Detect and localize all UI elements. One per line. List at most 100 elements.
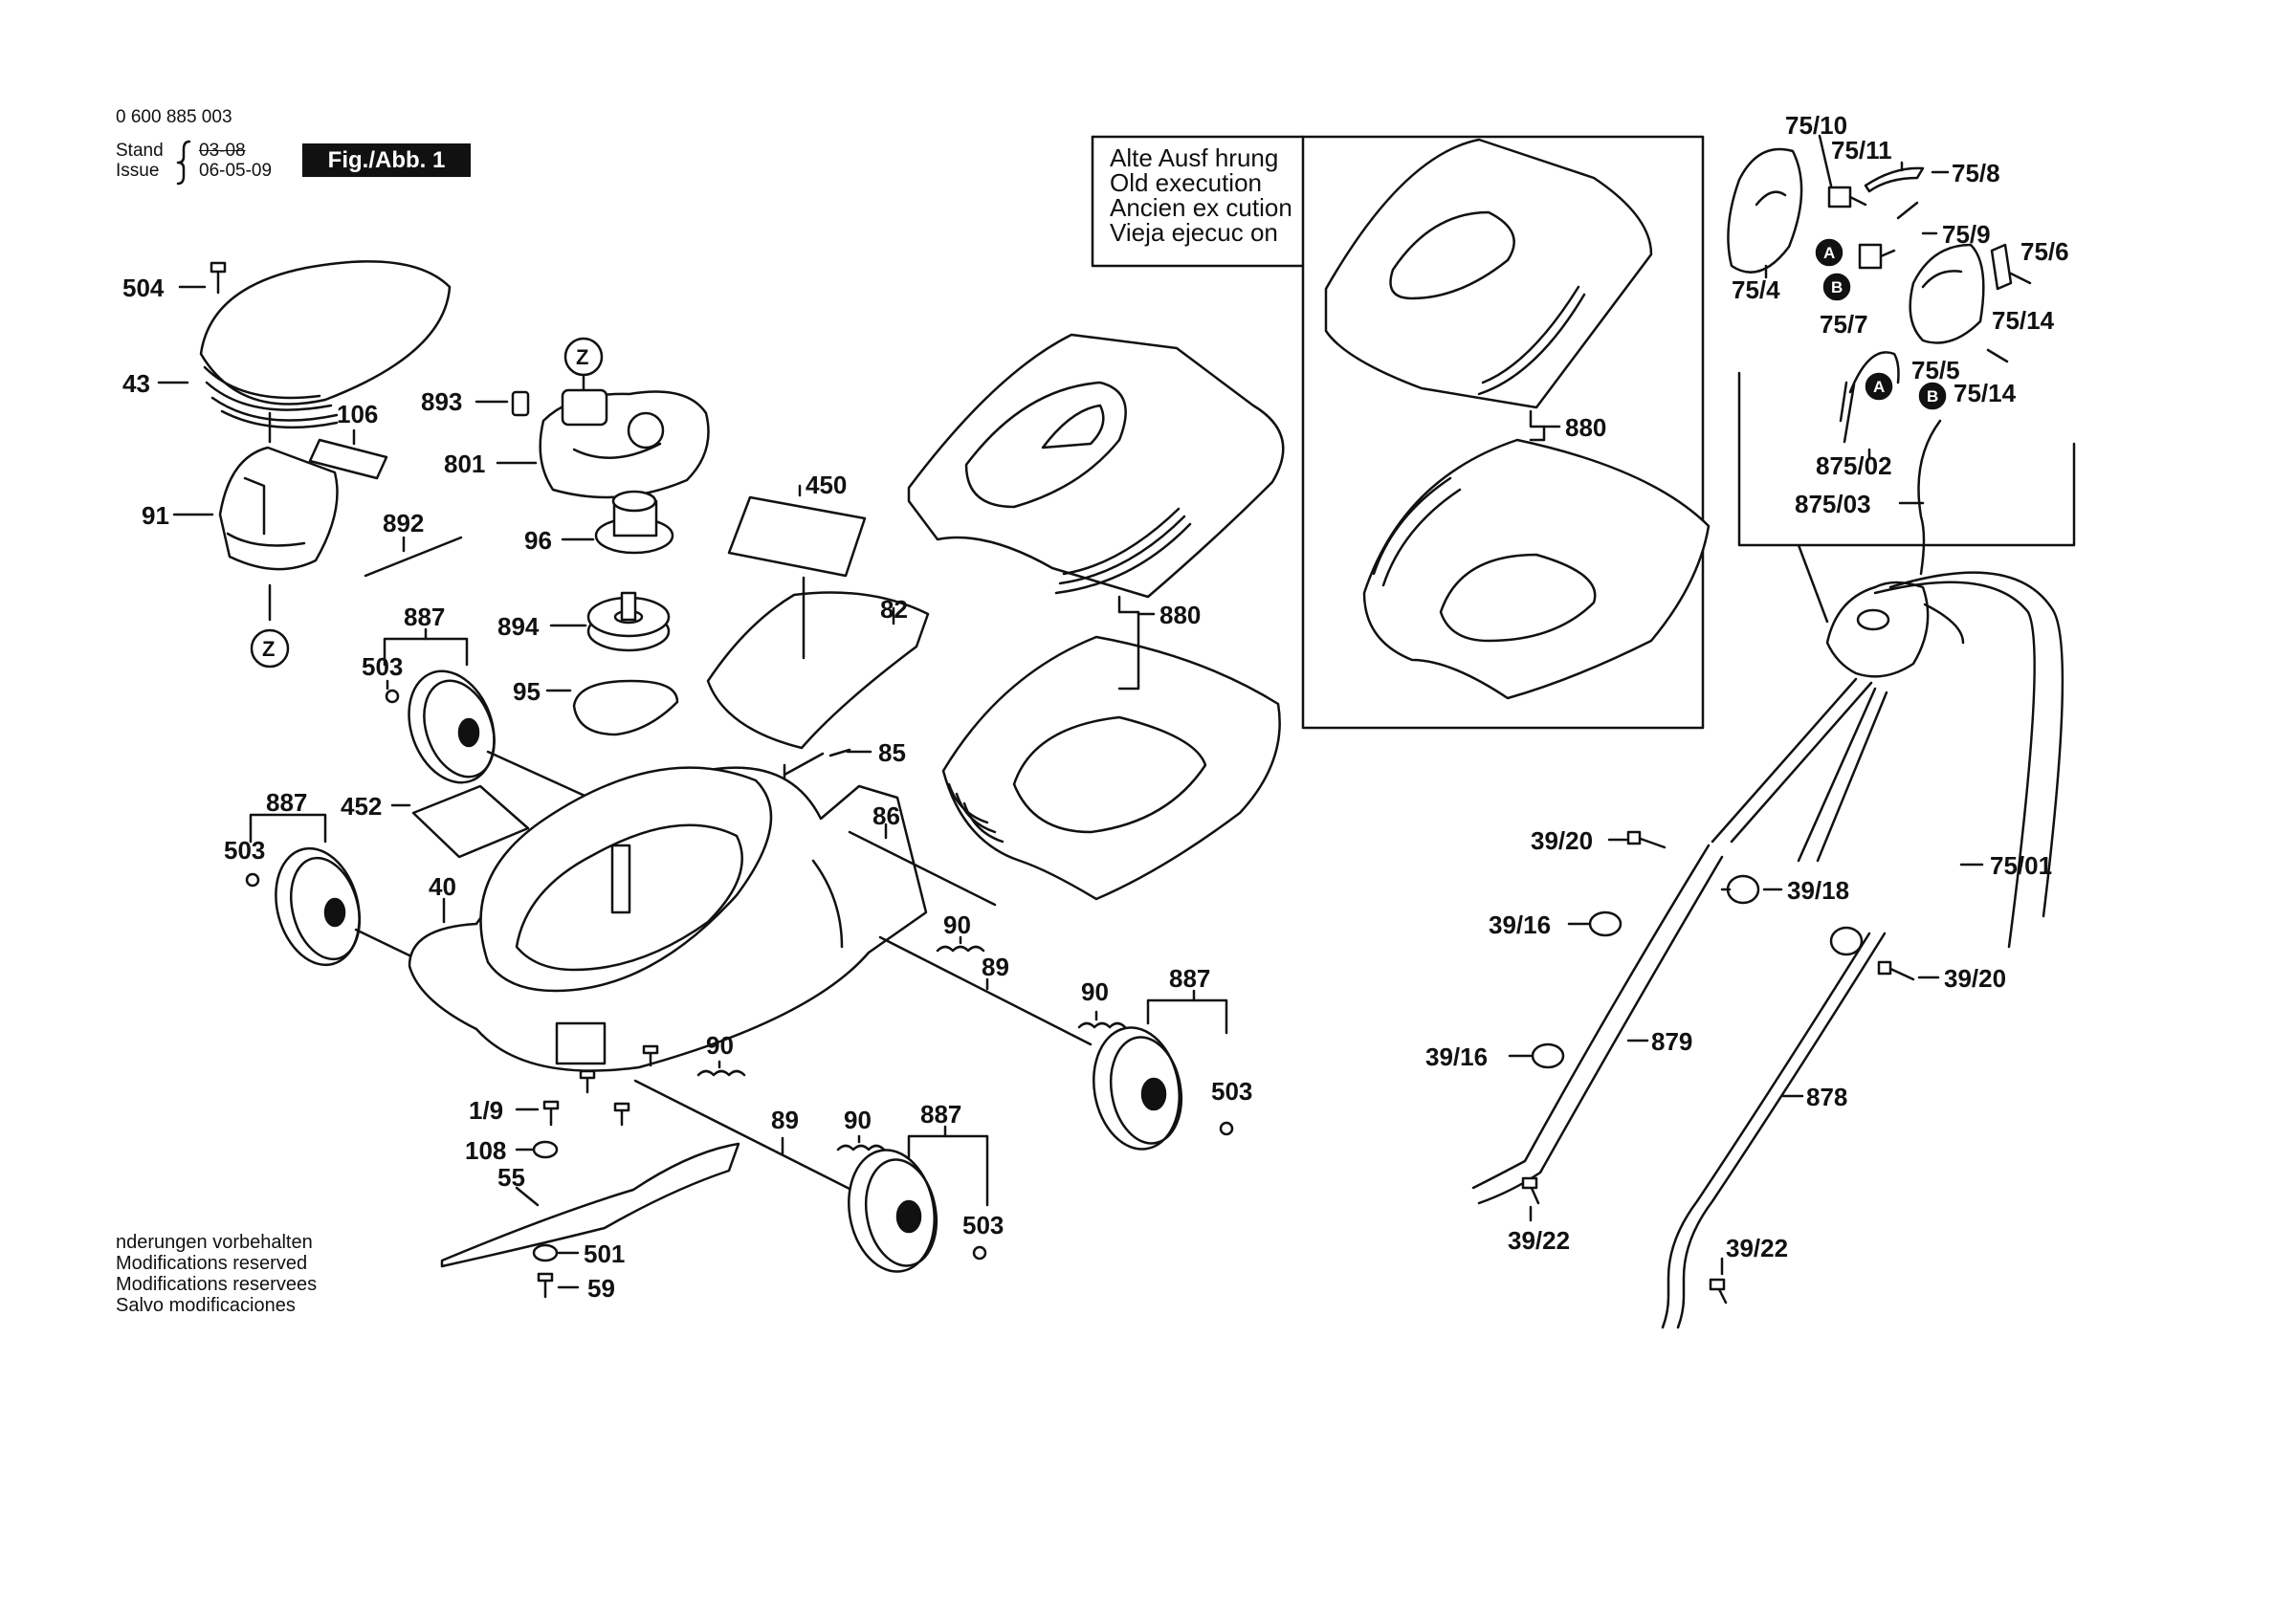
callout-503b: 503 xyxy=(224,836,265,865)
callout-39-18: 39/18 xyxy=(1787,876,1849,905)
screw-39-20a-part xyxy=(1626,830,1667,849)
lever-75-8-part xyxy=(1864,166,1925,193)
callout-39-16a: 39/16 xyxy=(1489,910,1551,939)
callout-452: 452 xyxy=(341,792,382,821)
old-execution-line: Ancien ex cution xyxy=(1110,193,1292,222)
strip-106-part xyxy=(308,438,388,480)
note-line: Modifications reserved xyxy=(116,1253,308,1274)
callout-75-10: 75/10 xyxy=(1785,111,1847,140)
label-452-part xyxy=(411,784,530,859)
screw-39-22a-part xyxy=(1521,1176,1540,1205)
callout-875-02: 875/02 xyxy=(1816,451,1892,480)
callout-893: 893 xyxy=(421,387,462,416)
callout-39-16b: 39/16 xyxy=(1425,1042,1488,1071)
wheel-bottom-part xyxy=(848,1149,938,1273)
callout-887c: 887 xyxy=(1169,964,1210,993)
clip-85-part xyxy=(783,748,851,780)
stand-date: 03-08 xyxy=(199,141,246,161)
callout-887d: 887 xyxy=(920,1100,961,1129)
issue-label: Issue xyxy=(116,161,160,181)
bolt-59-part xyxy=(537,1272,554,1299)
stand-label: Stand xyxy=(116,141,164,161)
old-execution-line: Vieja ejecuc on xyxy=(1110,218,1278,247)
callout-887a: 887 xyxy=(404,603,445,631)
note-line: Modifications reservees xyxy=(116,1274,318,1295)
note-line: nderungen vorbehalten xyxy=(116,1232,313,1253)
callout-878: 878 xyxy=(1806,1083,1847,1111)
wheel-lower-left-part xyxy=(275,846,361,967)
marker-b1-icon xyxy=(1822,273,1851,301)
cable-875-02-part xyxy=(1839,351,1900,444)
callout-75-9: 75/9 xyxy=(1942,220,1991,249)
callout-39-22a: 39/22 xyxy=(1508,1226,1570,1255)
callout-90c: 90 xyxy=(706,1031,734,1060)
header-brace xyxy=(176,140,191,186)
callout-801: 801 xyxy=(444,450,485,478)
cable-875-03-part xyxy=(1917,419,1942,576)
modifications-note: nderungen vorbehalten Modifications rese… xyxy=(116,1232,317,1316)
sticker-450-part xyxy=(727,495,867,578)
callout-501: 501 xyxy=(584,1239,625,1268)
old-execution-frame xyxy=(1301,135,1705,730)
doc-number: 0 600 885 003 xyxy=(116,107,232,127)
washer-108-part xyxy=(532,1140,559,1159)
callout-96: 96 xyxy=(524,526,552,555)
flap-82-part xyxy=(706,591,930,750)
callout-43: 43 xyxy=(122,369,150,398)
old-grassbox-bin-part xyxy=(1362,438,1711,700)
callout-75-4: 75/4 xyxy=(1732,275,1780,304)
motor-801-part xyxy=(539,388,710,499)
grassbox-bin-880-part xyxy=(941,635,1281,901)
callout-89b: 89 xyxy=(771,1106,799,1134)
cover-75-9-part xyxy=(1896,201,1919,220)
marker-b1: B xyxy=(1831,278,1843,296)
old-grassbox-lid-part xyxy=(1324,138,1653,409)
callout-880a: 880 xyxy=(1159,601,1201,629)
callout-75-7: 75/7 xyxy=(1820,310,1868,339)
callout-75-14b: 75/14 xyxy=(1954,379,2017,407)
callout-55: 55 xyxy=(497,1163,525,1192)
marker-a2-icon xyxy=(1865,372,1893,401)
callout-880b: 880 xyxy=(1565,413,1606,442)
callout-39-20b: 39/20 xyxy=(1944,964,2006,993)
wheel-right-part xyxy=(1093,1026,1183,1151)
note-line: Salvo modificaciones xyxy=(116,1295,296,1316)
callout-75-11: 75/11 xyxy=(1831,136,1892,164)
handle-cover-75-4-part xyxy=(1727,147,1803,274)
issue-date: 06-05-09 xyxy=(199,161,273,181)
washer-501-part xyxy=(532,1243,559,1262)
mower-deck-40-part xyxy=(408,766,928,1072)
switch-housing-91-part xyxy=(218,446,339,571)
callout-892: 892 xyxy=(383,509,424,537)
knob-39-16a-part xyxy=(1588,910,1623,937)
old-execution-line: Alte Ausf hrung xyxy=(1110,143,1279,172)
old-execution-caption: Alte Ausf hrung Old execution Ancien ex … xyxy=(1110,145,1292,245)
callout-503c: 503 xyxy=(1211,1077,1252,1106)
lower-handle-878-part xyxy=(1661,932,1887,1329)
grassbox-lid-880-part xyxy=(907,333,1285,599)
screw-39-20b-part xyxy=(1877,960,1915,981)
spring-90b-part xyxy=(1077,1021,1127,1029)
wheel-upper-left-part xyxy=(408,669,496,784)
callout-91: 91 xyxy=(142,501,169,530)
top-cover-43-part xyxy=(199,260,452,429)
callout-40: 40 xyxy=(429,872,456,901)
callout-75-8: 75/8 xyxy=(1952,159,2000,187)
callout-86: 86 xyxy=(872,801,900,830)
figure-badge: Fig./Abb. 1 xyxy=(302,143,471,177)
callout-90b: 90 xyxy=(1081,977,1109,1006)
axle-89a-part xyxy=(878,935,1093,1046)
callout-894: 894 xyxy=(497,612,540,641)
knob-39-18-part xyxy=(1720,874,1760,905)
callout-59: 59 xyxy=(587,1274,615,1303)
cover-75-5-part xyxy=(1909,243,1985,344)
callout-875-03: 875/03 xyxy=(1795,490,1871,518)
callout-39-22b: 39/22 xyxy=(1726,1234,1788,1262)
callout-75-14a: 75/14 xyxy=(1992,306,2055,335)
marker-a1: A xyxy=(1823,244,1835,262)
fan-96-part xyxy=(594,490,674,555)
spring-90d-part xyxy=(836,1144,886,1151)
spring-90a-part xyxy=(936,945,985,953)
switch-part-75-10-part xyxy=(1827,186,1867,208)
